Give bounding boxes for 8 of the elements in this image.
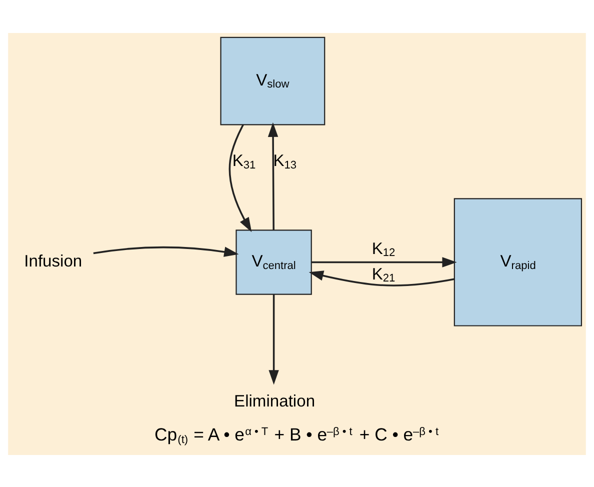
node-text: Elimination (234, 390, 316, 410)
arrow (228, 124, 252, 232)
arrow (268, 294, 279, 384)
arrow (311, 256, 457, 267)
arrow (93, 246, 239, 256)
node-text: Infusion (24, 251, 82, 270)
arrow (268, 122, 278, 230)
arrow (308, 270, 454, 286)
